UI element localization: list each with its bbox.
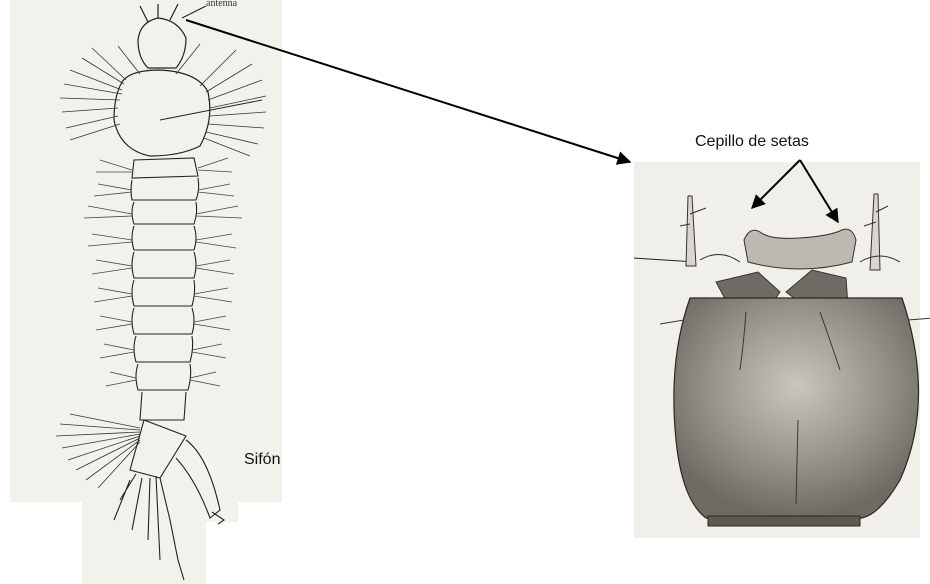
brush-label: Cepillo de setas xyxy=(695,133,809,151)
siphon-label: Sifón xyxy=(244,451,280,469)
larva-full-figure xyxy=(10,0,282,584)
antenna-label: antenna xyxy=(206,0,237,9)
head-collar xyxy=(708,516,860,526)
head-detail-figure xyxy=(634,160,930,538)
scan-background-left xyxy=(10,0,282,502)
